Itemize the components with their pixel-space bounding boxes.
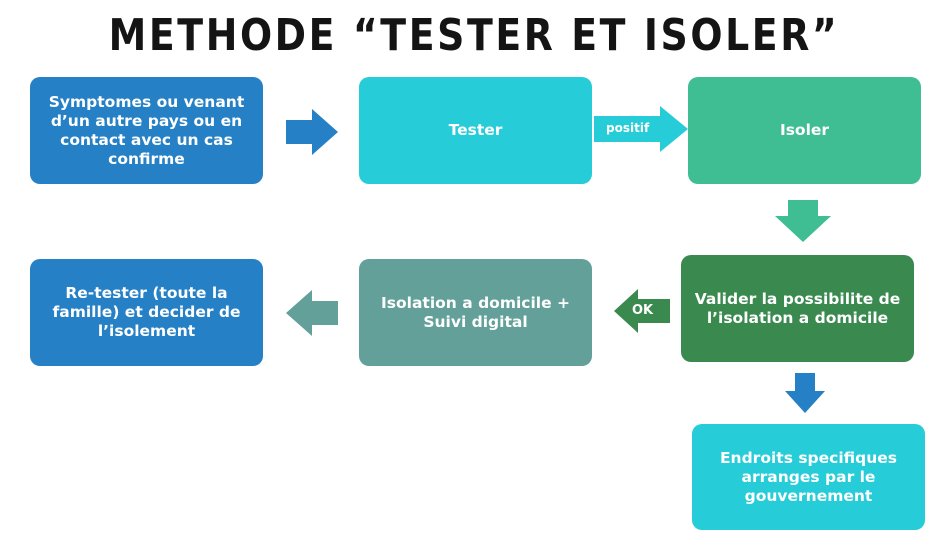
node-isolation-domicile: Isolation a domicile + Suivi digital [359, 259, 592, 366]
node-symptomes-label: Symptomes ou venant d’un autre pays ou e… [48, 92, 245, 168]
edge-label-ok: OK [632, 303, 654, 318]
node-isolation-domicile-label: Isolation a domicile + Suivi digital [381, 293, 570, 331]
arrow-right-icon [286, 109, 338, 155]
node-endroits: Endroits specifiques arranges par le gou… [692, 424, 925, 530]
node-endroits-label: Endroits specifiques arranges par le gou… [719, 448, 898, 505]
arrow-positif-icon [594, 106, 688, 152]
node-tester-label: Tester [448, 121, 503, 139]
node-re-tester-label: Re-tester (toute la famille) et decider … [52, 284, 241, 340]
edge-label-positif: positif [606, 121, 650, 135]
node-tester: Tester [359, 77, 592, 184]
arrow-down-icon-2 [785, 373, 825, 413]
node-valider: Valider la possibilite de l’isolation a … [681, 255, 914, 362]
node-isoler-label: Isoler [779, 121, 830, 139]
arrow-down-icon [775, 200, 831, 242]
node-re-tester: Re-tester (toute la famille) et decider … [30, 259, 263, 366]
node-symptomes: Symptomes ou venant d’un autre pays ou e… [30, 77, 263, 184]
node-valider-label: Valider la possibilite de l’isolation a … [694, 289, 901, 327]
node-isoler: Isoler [688, 77, 921, 184]
page-title: METHODE “TESTER ET ISOLER” [108, 10, 840, 61]
arrow-ok-icon [614, 289, 670, 333]
arrow-left-icon [286, 290, 338, 336]
